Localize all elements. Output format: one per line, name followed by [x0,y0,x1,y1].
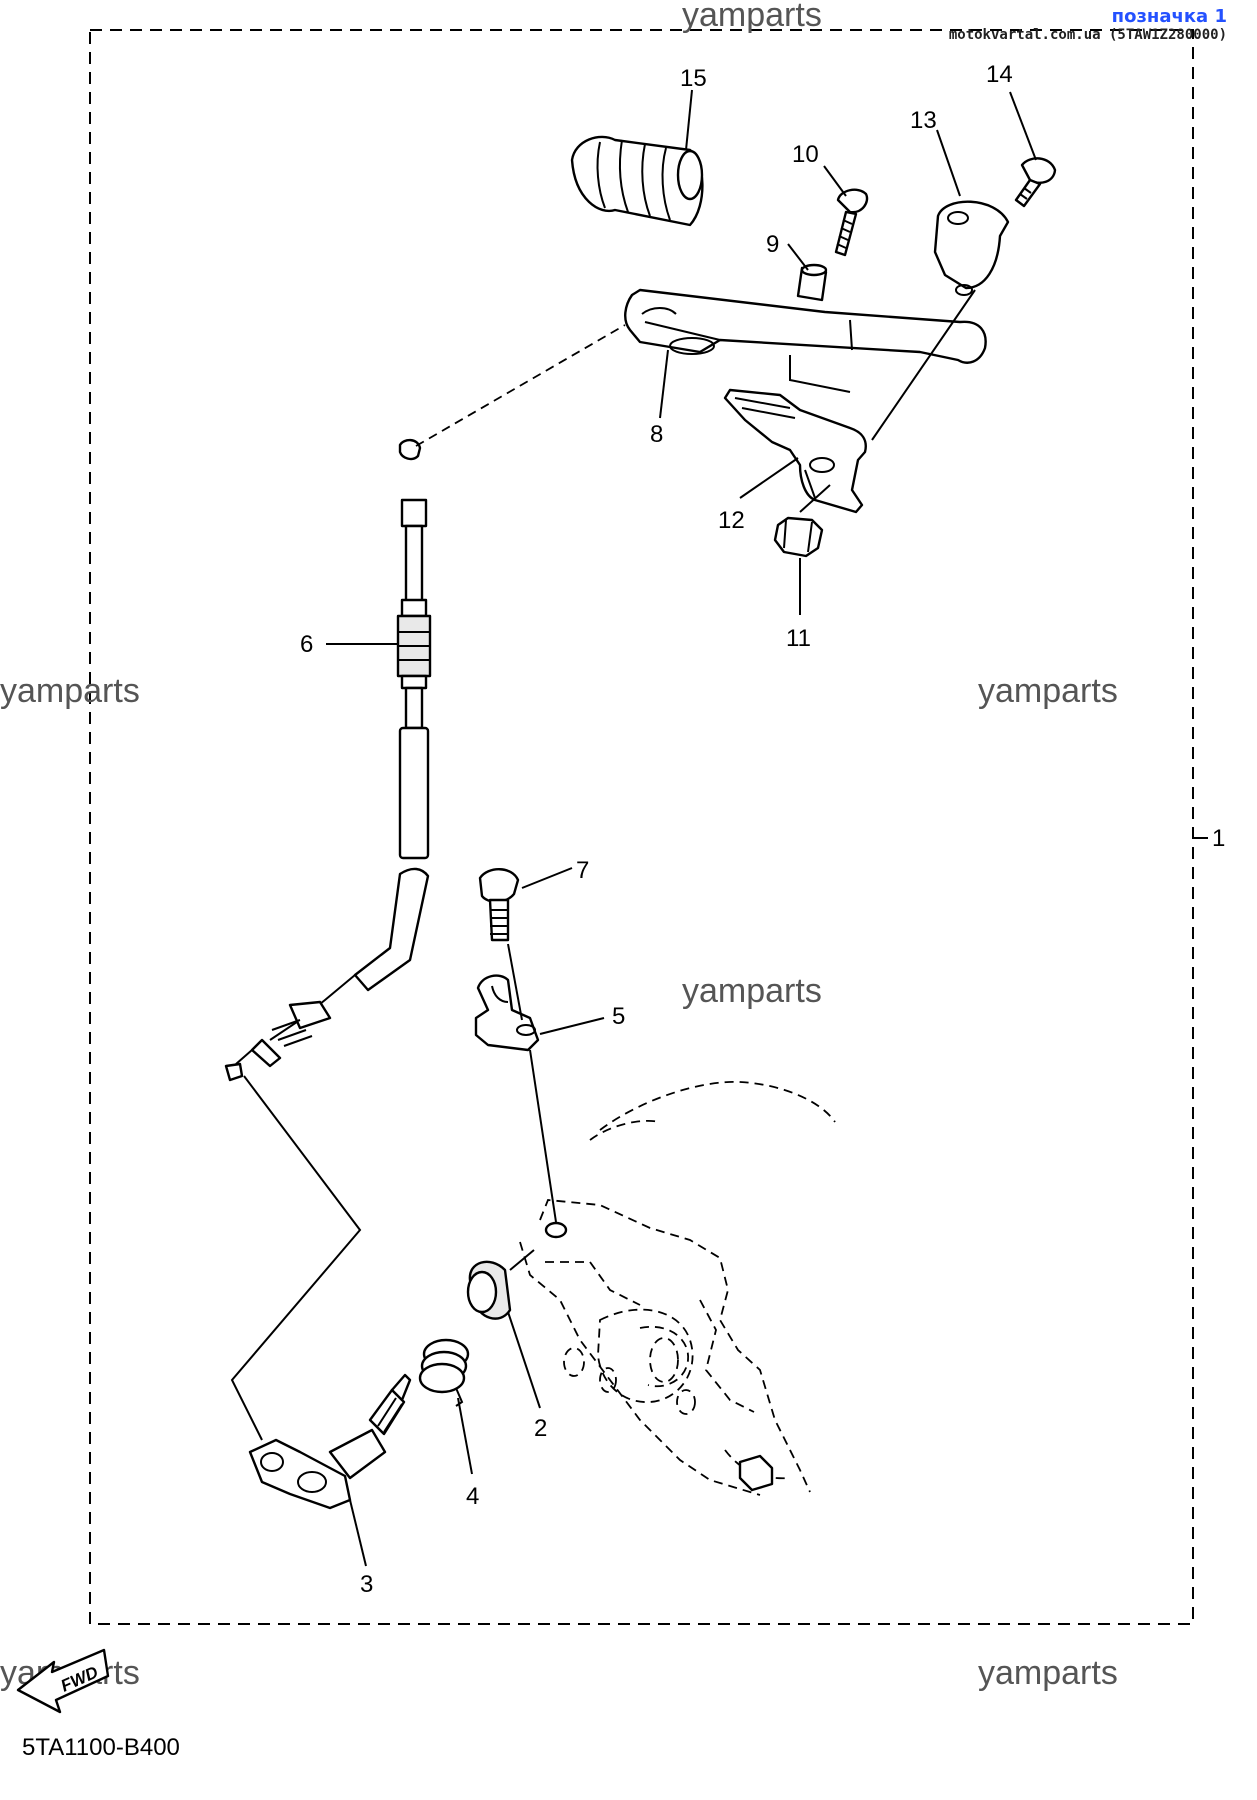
part-number-7: 7 [576,857,589,884]
part-number-11: 11 [786,625,811,652]
watermark-top: yamparts [682,0,822,34]
bracket-part-12 [723,388,867,514]
cable-link-lower [230,1075,362,1441]
mount-line-7-5 [507,943,523,1021]
catalog-code: 5TA1100-B400 [22,1734,180,1761]
part-number-12: 12 [718,507,745,534]
leader-10 [823,165,847,197]
assembly-frame [89,29,1194,1625]
source-badge: позначка 1 motokvartal.com.ua (5TAW1Z280… [949,6,1227,43]
bolt-part-7 [478,868,520,942]
part-number-1: 1 [1212,825,1225,852]
cable-holder-part-5 [474,974,540,1052]
part-number-15: 15 [680,65,707,92]
watermark-center: yamparts [682,972,822,1010]
badge-label: позначка 1 [1111,6,1227,27]
push-lever-part-3 [248,1373,412,1510]
leader-5 [539,1017,605,1035]
mount-line-5-case [529,1049,557,1223]
badge-reference: motokvartal.com.ua (5TAW1Z280000) [948,27,1227,43]
leader-7 [521,867,573,889]
watermark-left: yamparts [0,672,140,710]
collar-part-9 [796,263,828,302]
bushing-part-2 [466,1260,512,1320]
part-number-14: 14 [986,61,1013,88]
part-number-4: 4 [466,1483,479,1510]
lever-part-8 [624,288,987,364]
spring-part-4 [418,1338,470,1407]
screw-part-10 [834,188,869,257]
part-number-2: 2 [534,1415,547,1442]
leader-8 [659,349,669,419]
part-number-3: 3 [360,1571,373,1598]
clutch-cable-part-6 [224,438,432,1082]
leader-14 [1009,91,1037,161]
leader-4 [457,1397,473,1475]
leader-12 [739,457,799,499]
part-number-13: 13 [910,107,937,134]
mount-line-2 [509,1249,535,1271]
part-number-10: 10 [792,141,819,168]
cable-link-line [415,324,626,447]
bolt-part-14 [1014,157,1057,208]
holder-part-13 [933,200,1010,296]
connection-lines-upper [789,289,976,513]
part-number-5: 5 [612,1003,625,1030]
part-number-6: 6 [300,631,313,658]
grip-part [570,135,704,227]
leader-15 [685,89,693,151]
watermark-bottom-right: yamparts [978,1654,1118,1692]
part-number-9: 9 [766,231,779,258]
leader-3 [349,1499,367,1567]
leader-13 [936,129,961,197]
leader-9 [787,243,809,271]
crankcase-outline [519,1081,836,1496]
nut-part-11 [773,516,824,558]
watermark-right: yamparts [978,672,1118,710]
leader-2 [507,1311,541,1409]
part-number-8: 8 [650,421,663,448]
